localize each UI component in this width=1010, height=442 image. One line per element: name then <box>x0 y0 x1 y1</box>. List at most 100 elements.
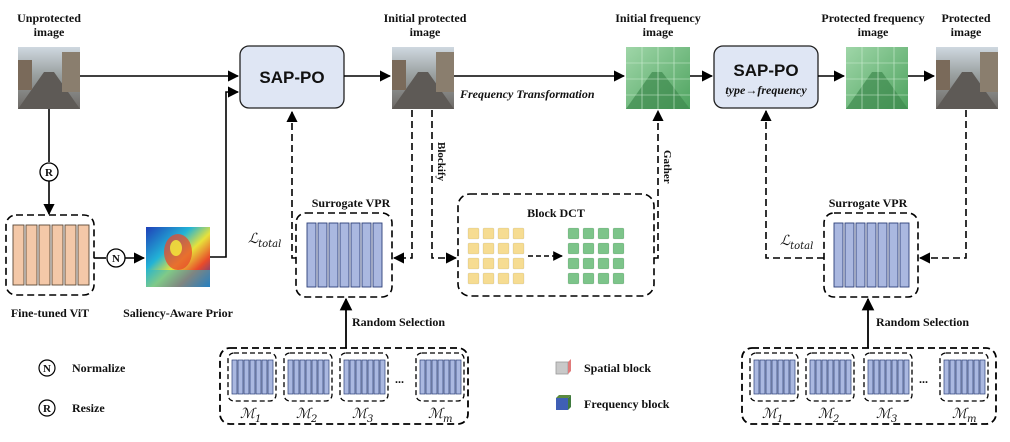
model-bar <box>425 359 432 395</box>
frequency-block <box>597 272 610 285</box>
model-bar <box>783 359 790 395</box>
surrogate-vpr-1-box <box>295 212 393 298</box>
arrow-blockify <box>431 110 458 264</box>
initial-protected-image-label-line1: Initial protected <box>384 11 467 25</box>
model-bar <box>891 359 898 395</box>
model-box <box>283 352 333 402</box>
resize-icon: R <box>39 162 59 182</box>
model-bar <box>443 359 450 395</box>
spatial-block <box>512 227 525 240</box>
spatial-block <box>497 242 510 255</box>
frequency-block <box>597 257 610 270</box>
svg-text:R: R <box>45 167 54 179</box>
model-bar <box>355 359 362 395</box>
frequency-block <box>597 227 610 240</box>
frequency-block <box>567 272 580 285</box>
loss-total-2-label: ℒtotal <box>780 233 813 252</box>
frequency-block <box>582 272 595 285</box>
model-bar <box>455 359 462 395</box>
surrogate-vpr-1-bars <box>306 222 383 288</box>
saliency-map-image <box>146 227 210 287</box>
model-bar <box>323 359 330 395</box>
model-bar <box>973 359 980 395</box>
model-pool-2-box <box>741 347 997 425</box>
model-label: ℳ2 <box>296 406 317 425</box>
model-label: ℳm <box>952 406 976 425</box>
model-ellipsis: ... <box>395 372 404 386</box>
legend-resize-icon: R <box>38 399 56 417</box>
protected-frequency-image <box>846 47 908 109</box>
legend-resize-label: Resize <box>72 401 105 415</box>
protected-frequency-image-label-line2: image <box>858 25 889 39</box>
frequency-block-icon <box>556 395 571 410</box>
vit-bar <box>25 224 38 286</box>
model-bar <box>231 359 238 395</box>
vit-bar <box>51 224 64 286</box>
model-bar <box>903 359 910 395</box>
svg-text:R: R <box>43 403 52 415</box>
vpr-bar <box>844 222 855 288</box>
unprotected-image-label-line1: Unprotected <box>17 11 81 25</box>
model-bar <box>343 359 350 395</box>
spatial-block <box>512 272 525 285</box>
spatial-block <box>482 242 495 255</box>
legend-normalize-label: Normalize <box>72 361 126 375</box>
surrogate-vpr-2-box <box>823 212 919 298</box>
initial-protected-image <box>392 47 454 109</box>
model-bar <box>267 359 274 395</box>
model-box <box>939 352 989 402</box>
model-bar <box>967 359 974 395</box>
model-box <box>863 352 913 402</box>
frequency-block <box>612 227 625 240</box>
frequency-block <box>567 257 580 270</box>
frequency-block <box>582 227 595 240</box>
model-bar <box>809 359 816 395</box>
model-bar <box>317 359 324 395</box>
saliency-aware-prior-label: Saliency-Aware Prior <box>123 306 234 320</box>
fine-tuned-vit-box <box>5 214 95 296</box>
vit-bar <box>38 224 51 286</box>
fine-tuned-vit-bars <box>12 224 90 286</box>
random-selection-2-label: Random Selection <box>876 315 969 329</box>
model-bar <box>759 359 766 395</box>
sap-po-box-2 <box>713 45 819 109</box>
spatial-block-icon <box>555 359 571 375</box>
sap-po-2-sublabel: type→frequency <box>725 83 807 97</box>
model-bar <box>949 359 956 395</box>
model-bar <box>815 359 822 395</box>
vpr-bar <box>328 222 339 288</box>
fine-tuned-vit-label: Fine-tuned ViT <box>11 306 89 320</box>
frequency-block <box>567 227 580 240</box>
spatial-block <box>467 227 480 240</box>
vpr-bar <box>888 222 899 288</box>
vpr-bar <box>361 222 372 288</box>
model-bar <box>897 359 904 395</box>
frequency-block <box>567 242 580 255</box>
sap-po-box-1 <box>239 45 345 109</box>
blockify-label: Blockify <box>435 142 447 182</box>
frequency-block <box>582 242 595 255</box>
spatial-block <box>482 272 495 285</box>
protected-frequency-image-label-line1: Protected frequency <box>821 11 924 25</box>
model-bar <box>885 359 892 395</box>
model-bar <box>771 359 778 395</box>
model-bar <box>833 359 840 395</box>
model-label: ℳ3 <box>352 406 373 425</box>
frequency-block-grid <box>567 227 625 285</box>
model-bar <box>431 359 438 395</box>
normalize-icon: N <box>106 248 126 268</box>
sap-po-1-label: SAP-PO <box>259 68 324 87</box>
model-bar <box>437 359 444 395</box>
block-dct-label: Block DCT <box>527 206 585 220</box>
arrow-loss-to-sap-2 <box>760 109 824 259</box>
model-bar <box>979 359 986 395</box>
model-bar <box>349 359 356 395</box>
loss-total-1-label: ℒtotal <box>248 231 281 250</box>
arrow-saliency-to-sap <box>210 86 240 258</box>
model-box <box>805 352 855 402</box>
legend-spatial-block-label: Spatial block <box>584 361 651 375</box>
svg-text:N: N <box>112 253 120 265</box>
initial-frequency-image <box>626 47 690 109</box>
spatial-block <box>497 257 510 270</box>
